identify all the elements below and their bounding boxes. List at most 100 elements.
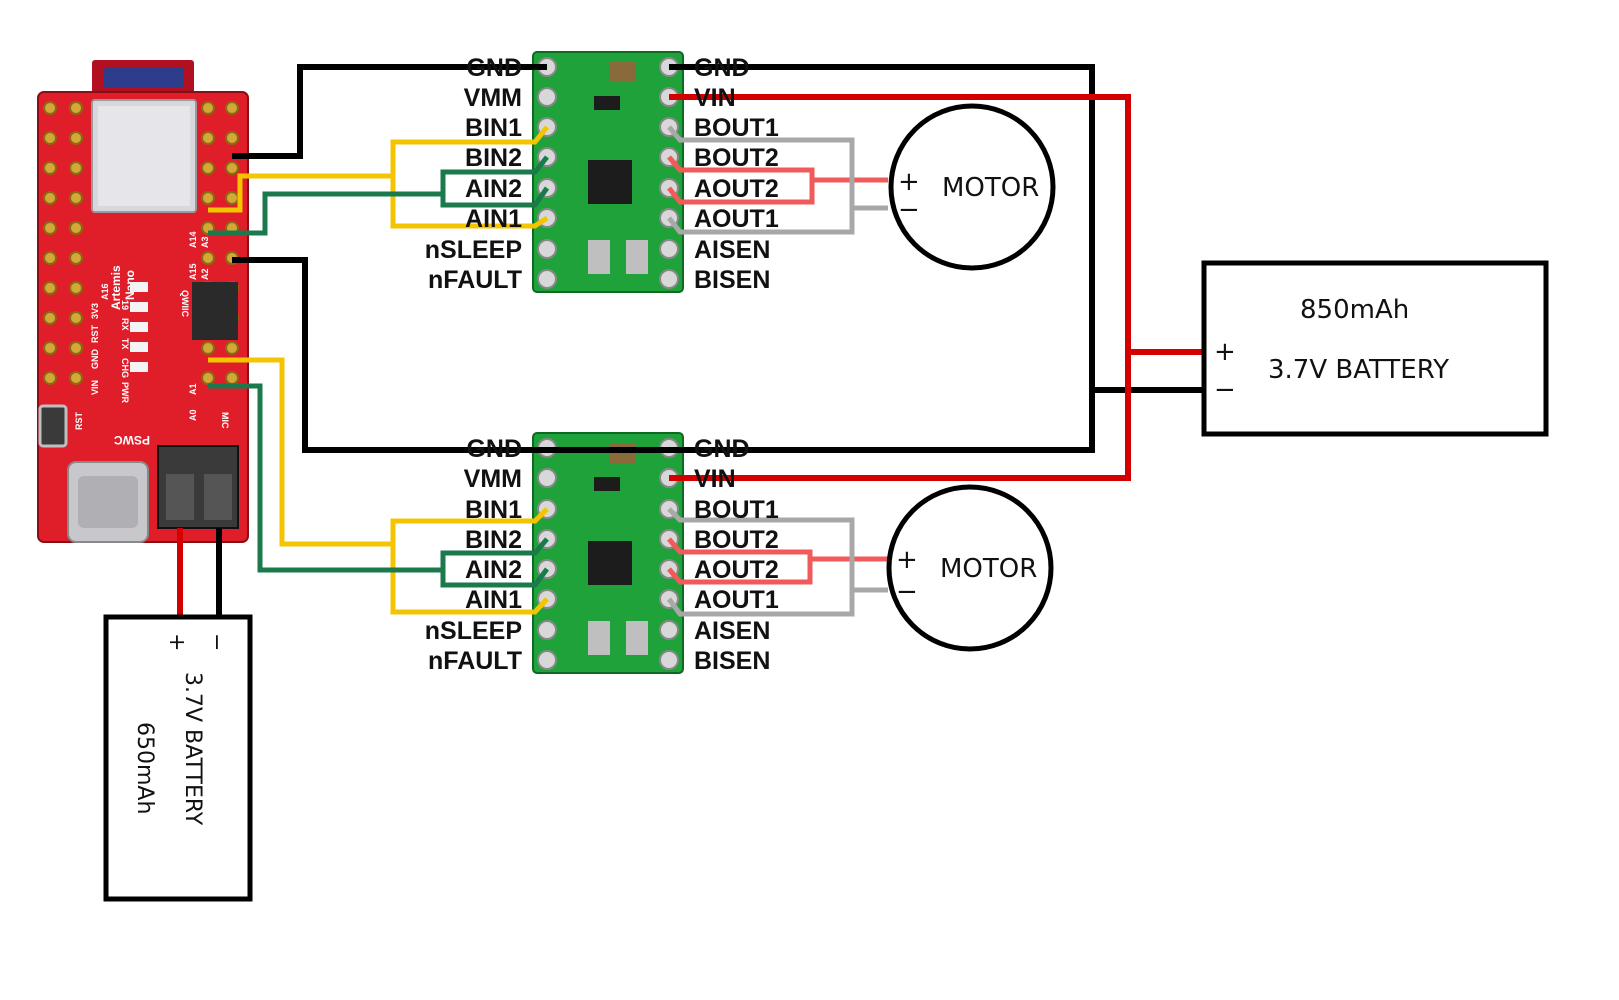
silk-rail-gnd: GND <box>90 349 100 370</box>
d2-pin-bin2: BIN2 <box>465 526 522 554</box>
main-battery-body <box>1201 260 1549 437</box>
wire-aout1-bout1-to-motor2-minus <box>666 507 888 617</box>
d2-pin-bout2: BOUT2 <box>694 526 779 554</box>
motor-1: + − MOTOR <box>888 103 1056 271</box>
d1-pin-aisen: AISEN <box>694 236 770 264</box>
main-battery: 850mAh 3.7V BATTERY + − <box>1201 260 1549 437</box>
motor-1-plus: + <box>898 167 920 197</box>
qwiic-connector <box>192 282 238 340</box>
wire-gnd-driver1-right <box>669 64 1204 393</box>
wire-a1-to-bin1-ain1-d2 <box>208 357 549 615</box>
silk-rail-3v3: 3V3 <box>90 303 100 319</box>
d1-pin-gnd-left: GND <box>466 54 522 82</box>
silk-rst-button: RST <box>74 411 84 430</box>
d1-pin-aout1: AOUT1 <box>694 205 779 233</box>
d2-pin-aout2: AOUT2 <box>694 556 779 584</box>
driver-2-labels: GND VMM BIN1 BIN2 AIN2 AIN1 nSLEEP nFAUL… <box>425 435 779 675</box>
main-battery-capacity: 850mAh <box>1300 295 1409 325</box>
d2-pin-bisen: BISEN <box>694 647 770 675</box>
d1-pin-bin2: BIN2 <box>465 144 522 172</box>
wires <box>177 64 1204 617</box>
d1-pin-bisen: BISEN <box>694 266 770 294</box>
d1-pin-bin1: BIN1 <box>465 114 522 142</box>
d1-pin-bout2: BOUT2 <box>694 144 779 172</box>
silk-pin-a2: A2 <box>200 268 210 280</box>
d1-pin-vin: VIN <box>694 84 736 112</box>
wire-a0-to-bin2-ain2-d2 <box>208 383 549 588</box>
driver-2-ic <box>588 541 632 585</box>
d1-pin-vmm: VMM <box>464 84 522 112</box>
silk-pin-a15: A15 <box>188 263 198 280</box>
d2-pin-bout1: BOUT1 <box>694 496 779 524</box>
d2-pin-ain2: AIN2 <box>465 556 522 584</box>
silk-rail-rst: RST <box>90 324 100 343</box>
logic-battery-minus: − <box>204 633 229 651</box>
motor-2-body <box>886 484 1054 652</box>
motor-1-body <box>888 103 1056 271</box>
silk-pin-a3: A3 <box>200 236 210 248</box>
wire-vin-driver2 <box>669 352 1131 481</box>
d2-pin-aisen: AISEN <box>694 617 770 645</box>
d1-pin-ain2: AIN2 <box>465 175 522 203</box>
silk-pin-a0: A0 <box>188 409 198 421</box>
silk-led-chg: CHG <box>120 358 130 378</box>
silk-led-pwr: PWR <box>120 382 130 403</box>
driver-1-ic <box>588 160 632 204</box>
left-header-holes <box>43 101 83 385</box>
d1-pin-aout2: AOUT2 <box>694 175 779 203</box>
wire-gnd-artemis-to-driver1 <box>232 64 547 159</box>
d2-pin-nsleep: nSLEEP <box>425 617 522 645</box>
wire-aout2-bout2-to-motor1-plus <box>667 155 888 205</box>
silk-pswc: PSWC <box>114 433 150 447</box>
logic-battery-body <box>103 614 253 902</box>
d2-pin-ain1: AIN1 <box>465 586 522 614</box>
motor-2-label: MOTOR <box>940 554 1037 584</box>
silk-pin-a16: A16 <box>100 283 110 300</box>
silk-rail-vin: VIN <box>90 380 100 395</box>
d1-pin-gnd-right: GND <box>694 54 750 82</box>
motor-2: + − MOTOR <box>886 484 1054 652</box>
d2-pin-gnd-left: GND <box>466 435 522 463</box>
silk-mic: MIC <box>220 412 230 429</box>
logic-battery-capacity: 650mAh <box>132 722 157 814</box>
main-battery-minus: − <box>1214 375 1236 405</box>
wire-vin-driver1 <box>669 94 1204 355</box>
d2-pin-bin1: BIN1 <box>465 496 522 524</box>
logic-battery-voltage: 3.7V BATTERY <box>180 672 205 826</box>
motor-driver-2 <box>532 432 684 674</box>
driver-1-labels: GND VMM BIN1 BIN2 AIN2 AIN1 nSLEEP nFAUL… <box>425 54 779 294</box>
motor-1-label: MOTOR <box>942 173 1039 203</box>
d2-pin-vin: VIN <box>694 465 736 493</box>
main-battery-voltage: 3.7V BATTERY <box>1268 355 1449 385</box>
logic-battery-plus: + <box>164 633 189 651</box>
wire-gnd-artemis-to-driver2 <box>232 257 1095 453</box>
d2-pin-aout1: AOUT1 <box>694 586 779 614</box>
wire-a3-to-bin1-ain1-d1 <box>208 125 549 229</box>
motor-2-minus: − <box>896 577 918 607</box>
wire-a2-to-bin2-ain2-d1 <box>208 155 550 236</box>
board-name-line1: Artemis <box>109 265 123 310</box>
d1-pin-bout1: BOUT1 <box>694 114 779 142</box>
silk-qwiic: QWIIC <box>180 290 190 317</box>
silk-led-rx: RX <box>120 318 130 331</box>
silk-led-tx: TX <box>120 338 130 350</box>
d1-pin-nsleep: nSLEEP <box>425 236 522 264</box>
motor-1-minus: − <box>898 195 920 225</box>
d2-pin-vmm: VMM <box>464 465 522 493</box>
reset-button <box>38 404 68 448</box>
d1-pin-nfault: nFAULT <box>428 266 522 294</box>
main-battery-plus: + <box>1214 337 1236 367</box>
wire-aout1-bout1-to-motor1-minus <box>667 125 888 235</box>
wire-aout2-bout2-to-motor2-plus <box>667 537 888 585</box>
artemis-nano-board: Artemis Nano A14 A3 A15 A2 A16 A1 A0 VIN… <box>37 60 249 543</box>
silk-pin-a14: A14 <box>188 231 198 248</box>
motor-2-plus: + <box>896 545 918 575</box>
motor-driver-1 <box>532 51 684 293</box>
d1-pin-ain1: AIN1 <box>465 205 522 233</box>
silk-pin-a1: A1 <box>188 383 198 395</box>
d2-pin-gnd-right: GND <box>694 435 750 463</box>
silk-led-19: 19 <box>120 300 130 310</box>
d2-pin-nfault: nFAULT <box>428 647 522 675</box>
logic-battery: + − 3.7V BATTERY 650mAh <box>103 614 253 902</box>
